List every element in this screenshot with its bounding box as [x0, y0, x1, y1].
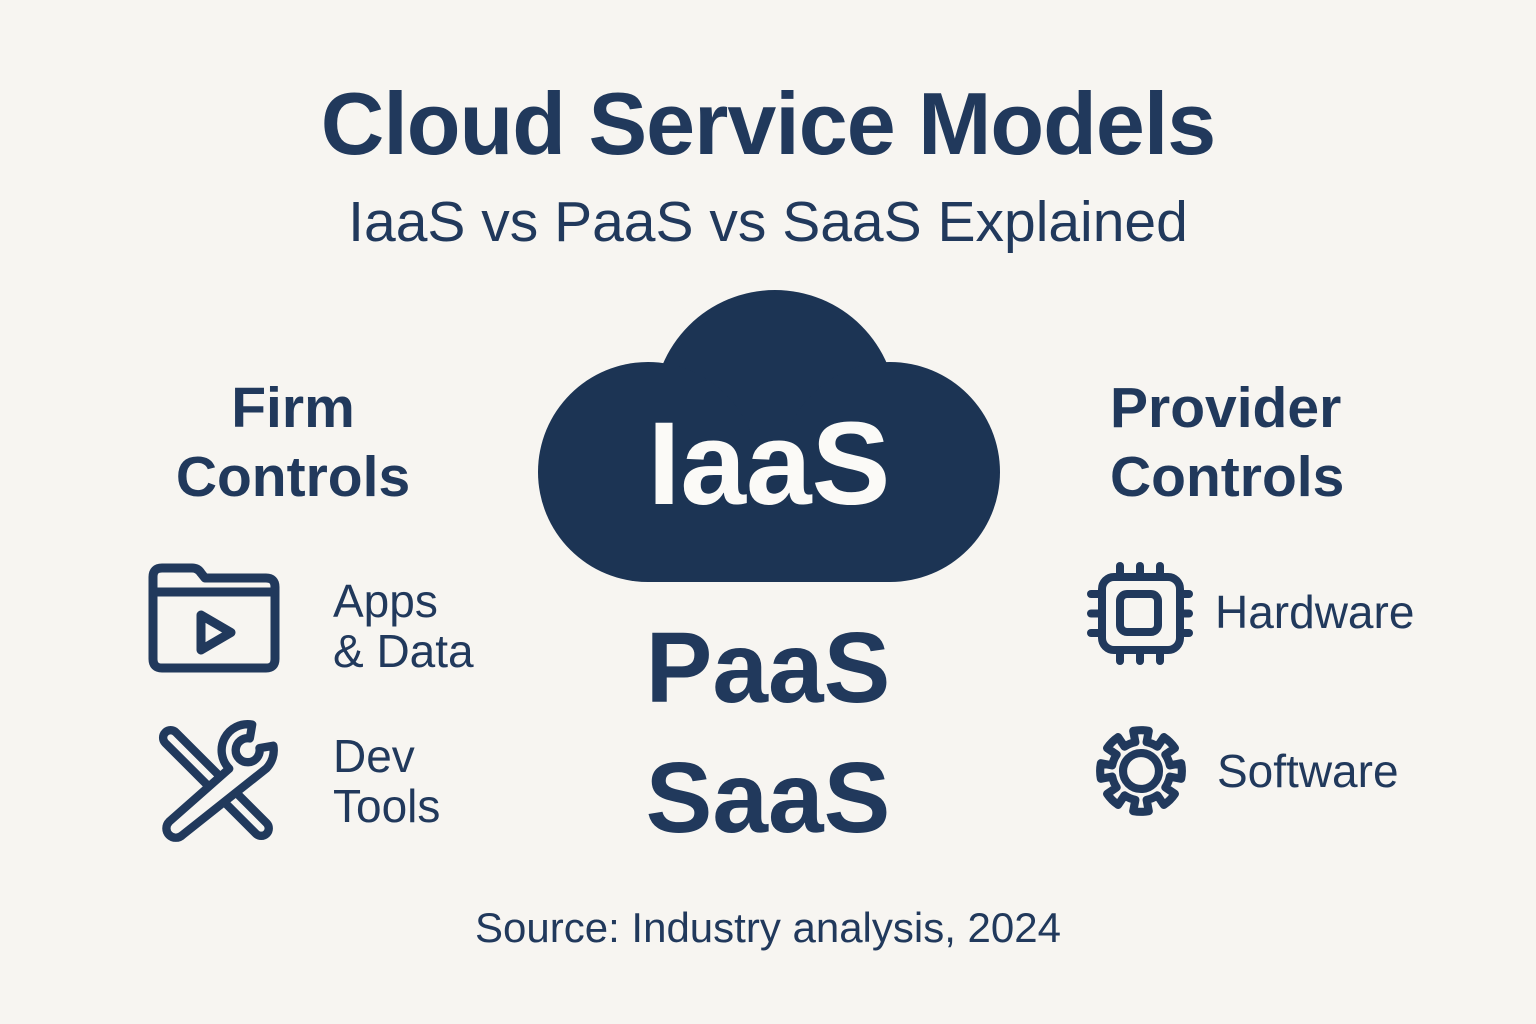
dev-tools-label: Dev Tools	[333, 730, 441, 832]
apps-data-label: Apps & Data	[333, 575, 474, 677]
paas-label: PaaS	[645, 612, 891, 724]
hardware-label: Hardware	[1215, 586, 1415, 638]
iaas-label: IaaS	[647, 398, 891, 530]
firm-controls-heading: Firm Controls	[118, 374, 468, 512]
gear-icon	[1096, 726, 1186, 816]
iaas-cloud: IaaS	[538, 290, 1000, 582]
firm-controls-heading-line2: Controls	[175, 445, 411, 509]
folder-media-icon	[148, 563, 280, 673]
dev-tools-icon	[158, 720, 278, 842]
saas-label: SaaS	[645, 742, 891, 854]
provider-controls-heading-line1: Provider	[1110, 376, 1342, 440]
cpu-chip-icon	[1087, 562, 1193, 665]
software-label: Software	[1217, 745, 1399, 797]
page-subtitle: IaaS vs PaaS vs SaaS Explained	[348, 190, 1188, 254]
cloud-icon	[538, 290, 1000, 582]
page-title: Cloud Service Models	[320, 74, 1216, 173]
firm-controls-heading-line1: Firm	[231, 376, 355, 440]
provider-controls-heading-line2: Controls	[1110, 445, 1345, 509]
source-note: Source: Industry analysis, 2024	[475, 904, 1061, 951]
provider-controls-heading: Provider Controls	[1110, 374, 1470, 512]
